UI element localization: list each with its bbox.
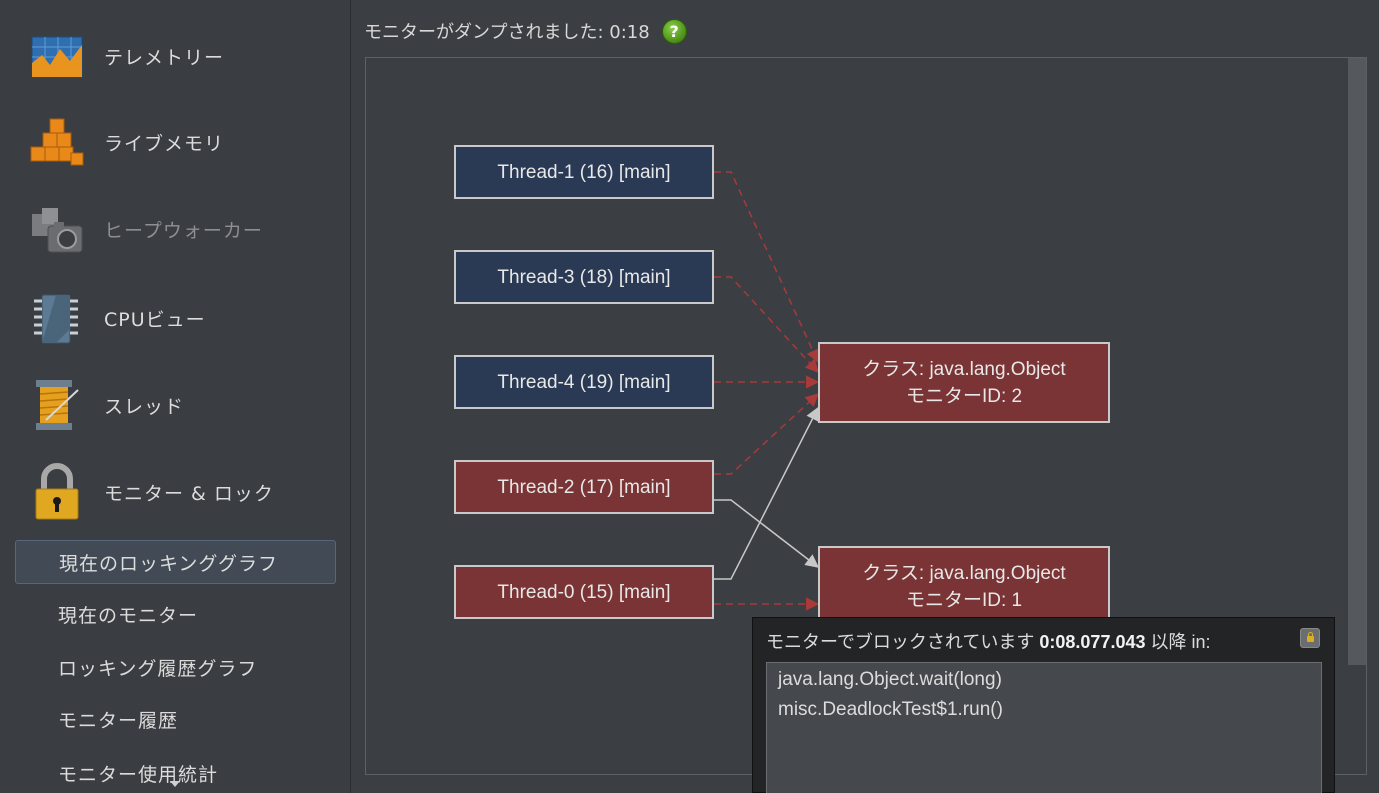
subitem-current-locking-graph[interactable]: 現在のロッキンググラフ [15, 540, 336, 584]
sidebar-item-label: ヒープウォーカー [104, 219, 263, 242]
telemetry-icon [31, 36, 83, 78]
heap-walker-icon [32, 208, 83, 253]
graph-edges [714, 171, 820, 611]
wait-edge-thread3 [714, 276, 819, 373]
thread-node[interactable]: Thread-2 (17) [main] [454, 460, 714, 514]
help-icon[interactable]: ? [661, 18, 687, 44]
blocked-since-time: 0:08.077.043 [1039, 632, 1146, 652]
subitem-monitor-history[interactable]: モニター履歴 [58, 709, 179, 732]
sidebar-item-label: スレッド [104, 395, 185, 418]
live-memory-icon [30, 118, 84, 166]
owns-edge-thread2 [714, 499, 820, 568]
vertical-scrollbar[interactable] [1348, 58, 1366, 665]
dump-header: モニターがダンプされました: 0:18 ? [364, 18, 687, 44]
sidebar-item-heap-walker[interactable]: ヒープウォーカー [0, 189, 350, 269]
owns-edge-thread0 [714, 406, 819, 580]
blocked-tooltip: モニターでブロックされています 0:08.077.043 以降 in: java… [752, 617, 1335, 793]
monitor-id-label: モニターID: 2 [905, 385, 1023, 407]
tooltip-suffix: 以降 in: [1145, 632, 1211, 652]
thread-node[interactable]: Thread-1 (16) [main] [454, 145, 714, 199]
padlock-icon [35, 463, 79, 520]
subitem-monitor-usage-statistics[interactable]: モニター使用統計 [58, 763, 219, 786]
sidebar-item-label: モニター & ロック [104, 482, 274, 505]
thread-label: Thread-1 (16) [main] [497, 161, 671, 183]
sidebar-item-live-memory[interactable]: ライブメモリ [0, 102, 350, 182]
thread-node[interactable]: Thread-0 (15) [main] [454, 565, 714, 619]
thread-label: Thread-0 (15) [main] [497, 581, 671, 603]
thread-node[interactable]: Thread-4 (19) [main] [454, 355, 714, 409]
sidebar: テレメトリー ライブメモリ ヒープウォーカー [0, 0, 351, 793]
sidebar-item-threads[interactable]: スレッド [0, 365, 350, 445]
scroll-down-arrow-icon[interactable] [170, 781, 180, 787]
thread-node[interactable]: Thread-3 (18) [main] [454, 250, 714, 304]
page-title: モニターがダンプされました: 0:18 [364, 22, 650, 43]
stack-frame: misc.DeadlockTest$1.run() [778, 699, 1003, 720]
sidebar-item-label: テレメトリー [104, 46, 225, 69]
thread-label: Thread-2 (17) [main] [497, 476, 671, 498]
wait-edge-thread1 [714, 171, 820, 364]
monitor-id-label: モニターID: 1 [905, 589, 1023, 611]
thread-label: Thread-3 (18) [main] [497, 266, 671, 288]
cpu-chip-icon [34, 294, 78, 344]
monitor-class-label: クラス: java.lang.Object [862, 358, 1066, 380]
subitem-locking-history-graph[interactable]: ロッキング履歴グラフ [58, 657, 258, 680]
thread-spool-icon [36, 380, 79, 430]
sidebar-item-monitors-locks[interactable]: モニター & ロック [0, 452, 350, 532]
monitor-node[interactable]: クラス: java.lang.Object モニターID: 1 [818, 546, 1110, 627]
sidebar-item-cpu-views[interactable]: CPUビュー [0, 278, 350, 358]
stack-trace-box: java.lang.Object.wait(long) misc.Deadloc… [766, 662, 1322, 793]
sidebar-item-label: CPUビュー [104, 308, 206, 331]
monitor-class-label: クラス: java.lang.Object [862, 562, 1066, 584]
tooltip-title: モニターでブロックされています 0:08.077.043 以降 in: [766, 628, 1211, 654]
monitor-node[interactable]: クラス: java.lang.Object モニターID: 2 [818, 342, 1110, 423]
tooltip-prefix: モニターでブロックされています [766, 632, 1040, 652]
lock-icon [1300, 628, 1320, 648]
wait-edge-thread2 [714, 393, 819, 475]
stack-frame: java.lang.Object.wait(long) [778, 669, 1002, 690]
subitem-current-monitors[interactable]: 現在のモニター [58, 604, 199, 627]
thread-label: Thread-4 (19) [main] [497, 371, 671, 393]
sidebar-item-label: ライブメモリ [104, 132, 225, 155]
sidebar-item-telemetry[interactable]: テレメトリー [0, 16, 350, 96]
